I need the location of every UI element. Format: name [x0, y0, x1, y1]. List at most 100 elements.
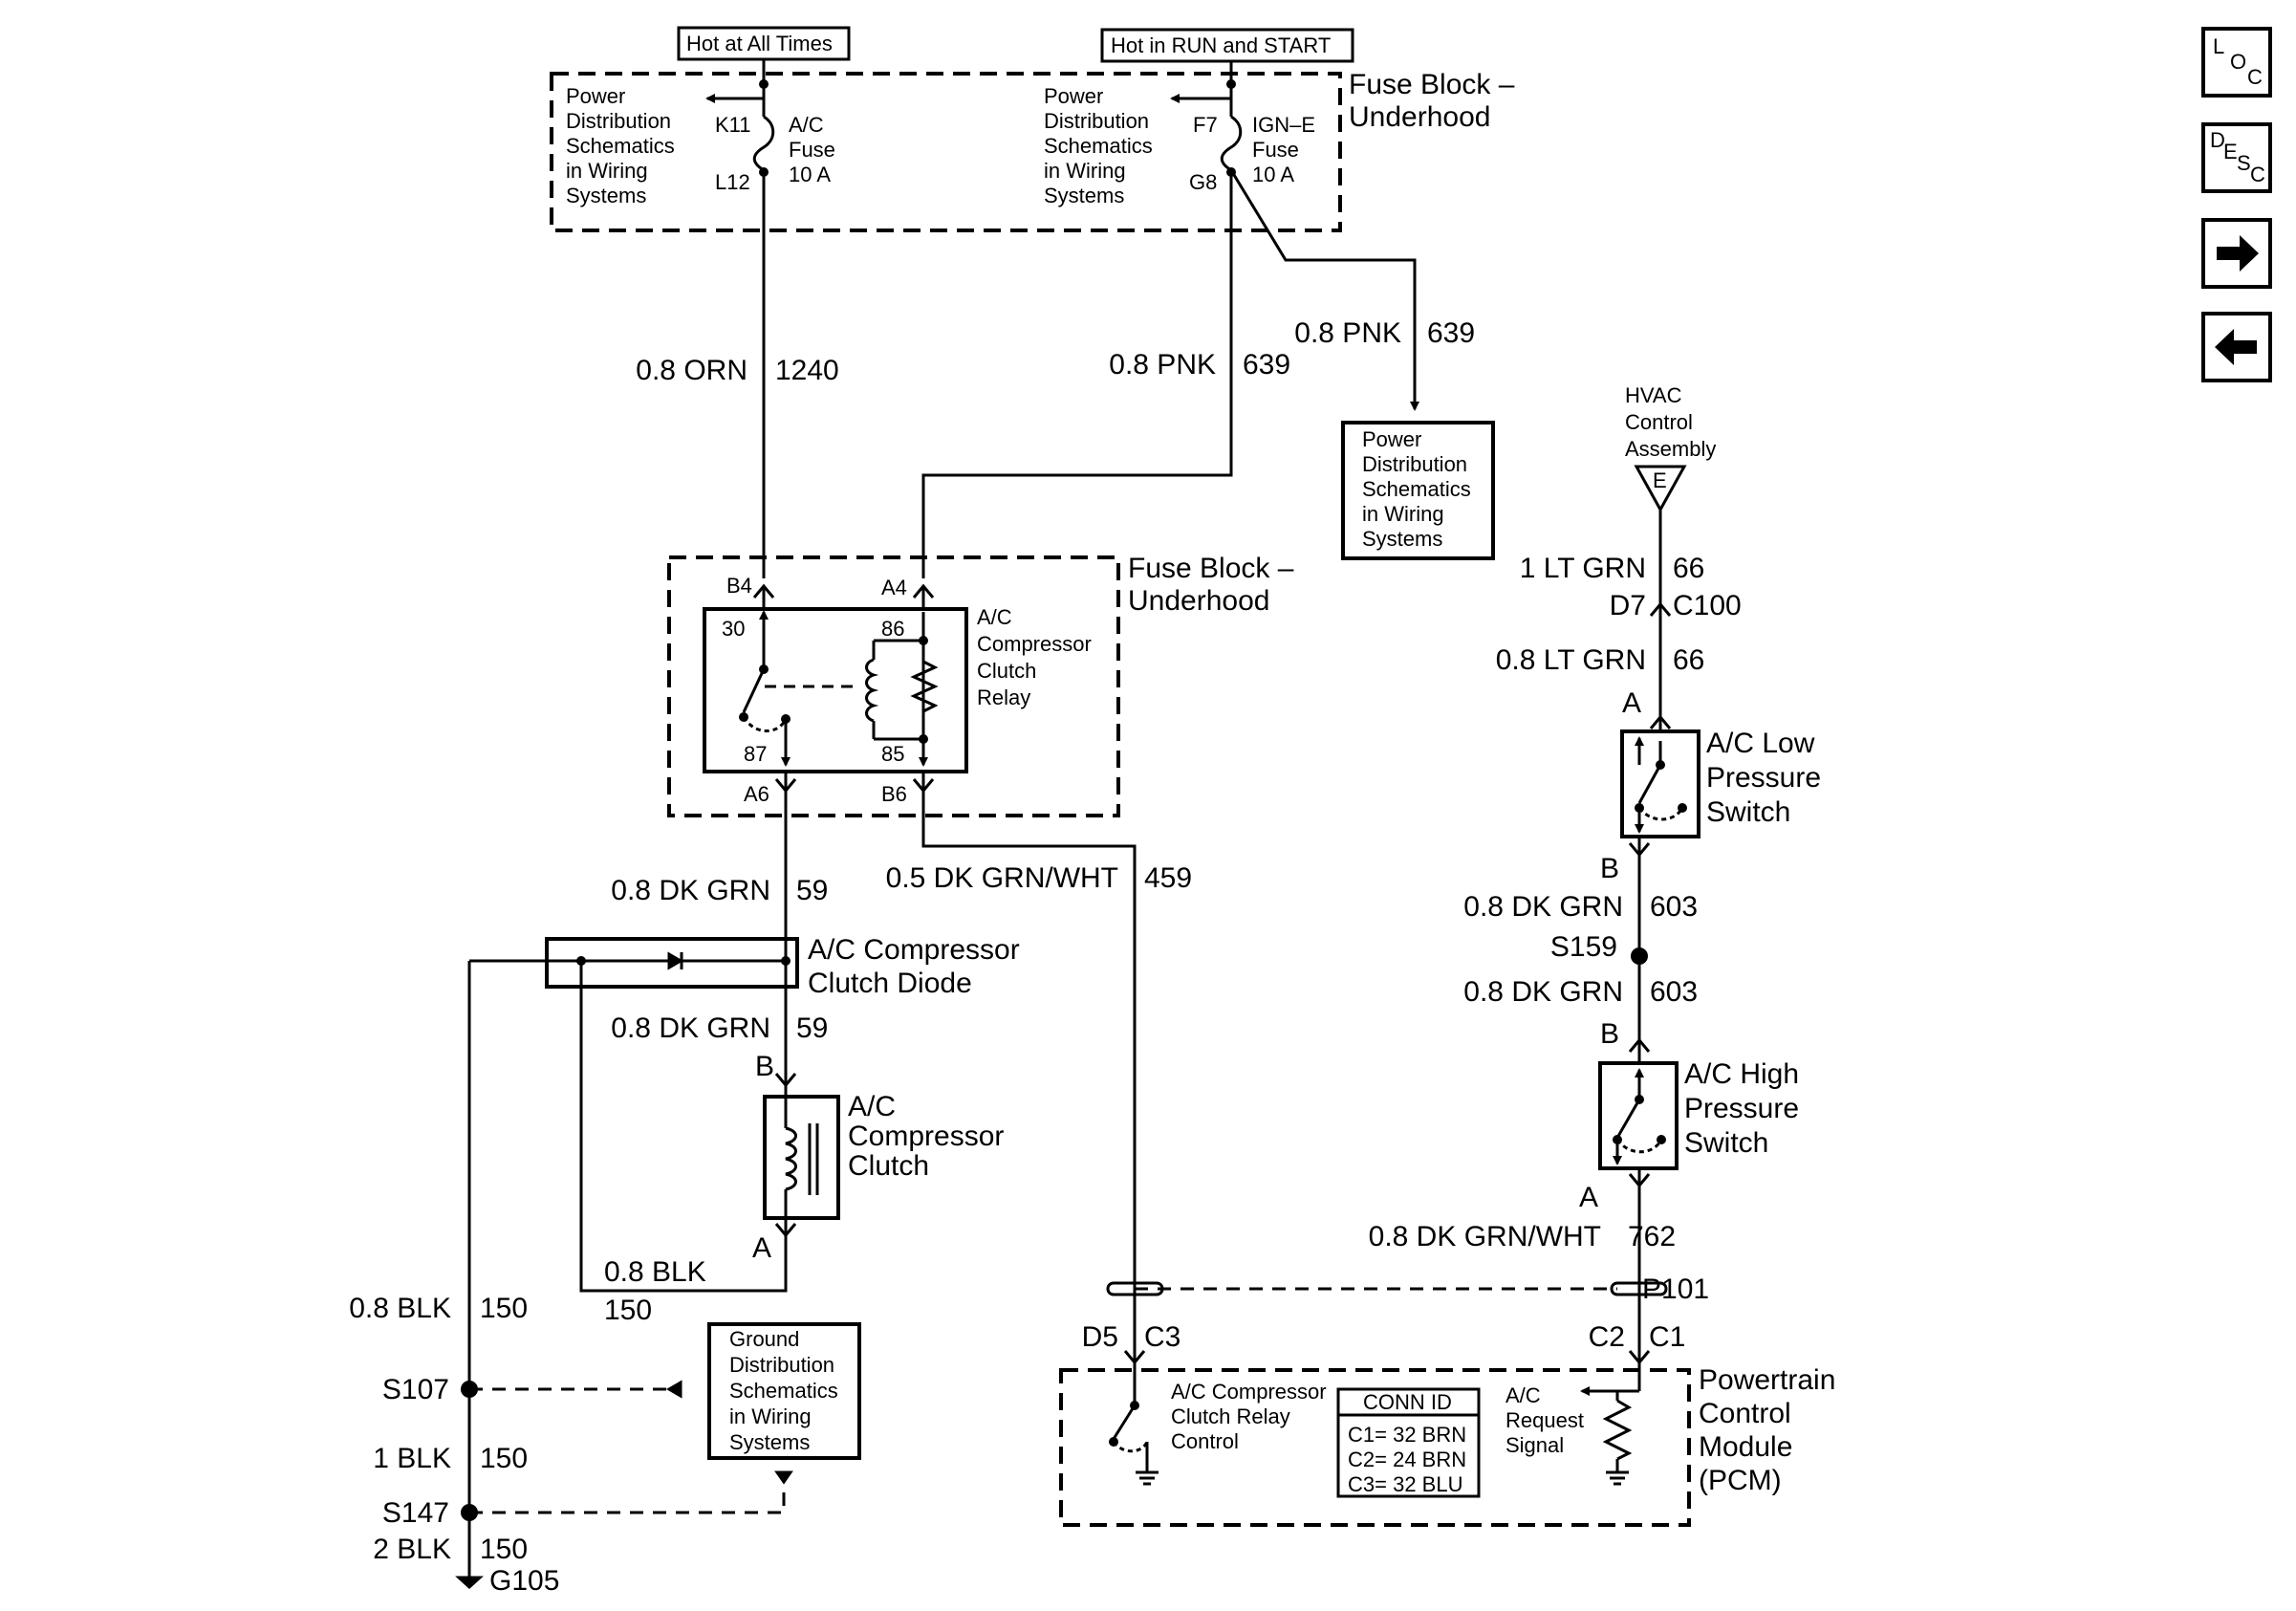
svg-text:66: 66	[1673, 644, 1704, 676]
high-switch-pin-a: A	[1579, 1182, 1598, 1213]
svg-text:0.8 DK GRN/WHT: 0.8 DK GRN/WHT	[1369, 1221, 1601, 1252]
wire-150-label-d: 2 BLK 150	[373, 1534, 528, 1565]
s147-label: S147	[382, 1497, 449, 1529]
svg-text:Fuse Block –: Fuse Block –	[1349, 69, 1515, 100]
svg-text:Signal: Signal	[1505, 1433, 1564, 1457]
svg-text:Switch: Switch	[1684, 1127, 1768, 1159]
wire-150-label-c: 1 BLK 150	[373, 1443, 528, 1474]
high-switch-label: A/C High Pressure Switch	[1684, 1058, 1799, 1159]
splice-s159	[1631, 947, 1648, 965]
svg-text:150: 150	[480, 1534, 528, 1565]
splice-s107	[461, 1381, 478, 1398]
wire-66-label-a: 1 LT GRN 66	[1520, 553, 1705, 584]
diode-label: A/C Compressor Clutch Diode	[808, 934, 1020, 999]
svg-text:Request: Request	[1505, 1408, 1584, 1432]
svg-text:Schematics: Schematics	[729, 1379, 838, 1403]
clutch-pin-a: A	[752, 1232, 771, 1264]
svg-text:Systems: Systems	[1044, 184, 1124, 207]
low-switch-pin-a: A	[1622, 687, 1641, 719]
svg-text:Control: Control	[1699, 1398, 1791, 1429]
svg-text:603: 603	[1650, 891, 1698, 923]
wire-639-powerdist	[1229, 169, 1419, 411]
low-switch-label: A/C Low Pressure Switch	[1706, 728, 1821, 828]
wire-150-label-a-circuit: 150	[604, 1295, 652, 1326]
svg-text:Module: Module	[1699, 1431, 1792, 1463]
power-dist-box-right	[1341, 421, 1495, 560]
s107-label: S107	[382, 1374, 449, 1405]
svg-text:A/C: A/C	[977, 605, 1012, 629]
wire-59-label-b: 0.8 DK GRN 59	[611, 1012, 828, 1044]
relay-label: A/C Compressor Clutch Relay	[977, 605, 1092, 709]
svg-text:C3= 32 BLU: C3= 32 BLU	[1348, 1472, 1462, 1496]
svg-text:86: 86	[881, 617, 904, 641]
ground-g105	[455, 1568, 484, 1590]
svg-text:Ground: Ground	[729, 1327, 799, 1351]
svg-text:Distribution: Distribution	[1044, 109, 1149, 133]
svg-text:Underhood: Underhood	[1128, 585, 1269, 617]
clutch-box	[763, 1095, 840, 1220]
svg-text:in Wiring: in Wiring	[1362, 502, 1444, 526]
p101-label: P101	[1642, 1274, 1709, 1305]
g105-label: G105	[489, 1565, 559, 1597]
hot-run-start-label: Hot in RUN and START	[1111, 33, 1331, 57]
svg-text:Fuse: Fuse	[1252, 138, 1299, 162]
svg-text:0.8 DK GRN: 0.8 DK GRN	[1463, 891, 1623, 923]
svg-text:B6: B6	[881, 782, 907, 806]
svg-text:150: 150	[480, 1443, 528, 1474]
desc-letter-d: D	[2210, 128, 2225, 152]
wire-762-label: 0.8 DK GRN/WHT 762	[1369, 1221, 1676, 1252]
svg-text:D7: D7	[1610, 590, 1646, 621]
clutch-coil	[784, 1097, 819, 1218]
svg-text:Assembly: Assembly	[1625, 437, 1716, 461]
svg-text:Compressor: Compressor	[848, 1121, 1004, 1152]
low-switch-box	[1620, 729, 1700, 838]
dash-s147	[469, 1477, 786, 1514]
relay-pin-labels: B4 A4 30 86 87 85 A6 B6	[722, 574, 907, 806]
arrow-right-icon	[2217, 235, 2259, 272]
fuse-block-relay-label: Fuse Block – Underhood	[1128, 553, 1294, 617]
next-button[interactable]	[2201, 218, 2272, 289]
svg-text:C1: C1	[1649, 1321, 1685, 1353]
loc-button[interactable]: L O C	[2201, 27, 2272, 98]
svg-text:0.8 LT GRN: 0.8 LT GRN	[1496, 644, 1646, 676]
svg-text:Fuse Block –: Fuse Block –	[1128, 553, 1294, 584]
fuse-block-top-border	[550, 72, 1342, 232]
svg-text:D5: D5	[1082, 1321, 1118, 1353]
svg-text:in Wiring: in Wiring	[566, 159, 648, 183]
svg-text:L12: L12	[715, 170, 750, 194]
desc-button[interactable]: D E S C	[2201, 122, 2272, 193]
svg-text:A/C: A/C	[789, 113, 824, 137]
hot-run-start-box	[1100, 28, 1354, 63]
svg-text:0.5 DK GRN/WHT: 0.5 DK GRN/WHT	[886, 862, 1118, 894]
pcm-request-signal	[1580, 1362, 1641, 1486]
svg-text:C2= 24 BRN: C2= 24 BRN	[1348, 1448, 1466, 1471]
svg-text:HVAC: HVAC	[1625, 383, 1682, 407]
wire-66-label-b: 0.8 LT GRN 66	[1496, 644, 1705, 676]
prev-button[interactable]	[2201, 312, 2272, 382]
ground-dist-label: Ground Distribution Schematics in Wiring…	[729, 1327, 838, 1454]
splice-s147	[461, 1504, 478, 1521]
connector-p101-right	[1610, 1281, 1668, 1296]
svg-text:Distribution: Distribution	[566, 109, 671, 133]
svg-text:Schematics: Schematics	[1044, 134, 1153, 158]
fuse-block-top-label: Fuse Block – Underhood	[1349, 69, 1515, 133]
svg-text:Systems: Systems	[566, 184, 646, 207]
svg-text:603: 603	[1650, 976, 1698, 1008]
svg-text:66: 66	[1673, 553, 1704, 584]
svg-text:459: 459	[1144, 862, 1192, 894]
low-switch-symbol	[1635, 736, 1684, 834]
loc-letter-o: O	[2230, 50, 2247, 74]
svg-text:in Wiring: in Wiring	[729, 1404, 812, 1428]
svg-text:1 BLK: 1 BLK	[373, 1443, 451, 1474]
svg-text:A/C Low: A/C Low	[1706, 728, 1815, 759]
svg-text:87: 87	[744, 742, 767, 766]
low-switch-pin-b: B	[1600, 853, 1619, 884]
svg-text:2 BLK: 2 BLK	[373, 1534, 451, 1565]
svg-text:1240: 1240	[775, 355, 839, 386]
loc-letter-c: C	[2247, 65, 2263, 89]
wire-603-label-b: 0.8 DK GRN 603	[1463, 976, 1698, 1008]
pcm-border	[1059, 1368, 1691, 1527]
svg-text:Clutch: Clutch	[977, 659, 1036, 683]
svg-text:0.8 BLK: 0.8 BLK	[349, 1293, 451, 1324]
